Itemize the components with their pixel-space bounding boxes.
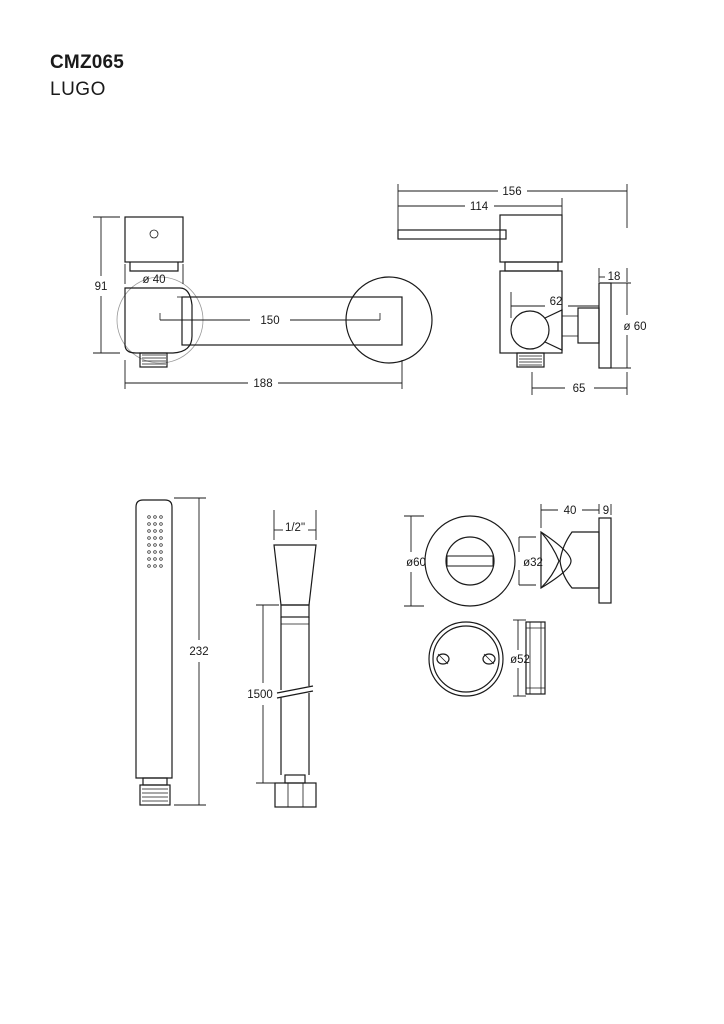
dim-side-outlet: 62 xyxy=(510,292,599,318)
label-front-centres: 150 xyxy=(260,315,279,327)
dim-front-diameter: ø 40 xyxy=(124,264,184,286)
dim-side-depth: 156 xyxy=(397,184,628,230)
label-handshower-length: 232 xyxy=(189,646,208,658)
dim-side-rosette-diameter: ø 60 xyxy=(611,282,647,369)
dim-hose-connection: 1/2" xyxy=(273,510,317,540)
escutcheon-front xyxy=(424,515,516,607)
dim-hose-length: 1500 xyxy=(247,604,279,784)
label-escutcheon-inner: ø32 xyxy=(523,557,543,569)
dim-escutcheon-width: 40 xyxy=(540,504,600,528)
product-name: LUGO xyxy=(50,79,106,100)
label-side-rosette-diameter: ø 60 xyxy=(623,321,646,333)
mounting-flange-front xyxy=(428,621,504,697)
dim-front-height: 91 xyxy=(93,216,120,354)
dim-side-lever: 114 xyxy=(398,198,563,215)
label-escutcheon-diameter: ø60 xyxy=(406,557,426,569)
label-escutcheon-thickness: 9 xyxy=(603,505,609,517)
hand-shower xyxy=(135,499,173,806)
mounting-flange-side xyxy=(525,621,546,695)
dim-side-base: 65 xyxy=(531,372,628,395)
product-code: CMZ065 xyxy=(50,52,125,73)
dim-front-centres: 150 xyxy=(160,315,380,327)
label-side-outlet: 62 xyxy=(550,296,563,308)
shower-hose xyxy=(273,544,317,808)
escutcheon-side xyxy=(540,517,612,604)
dim-side-rosette-depth: 18 xyxy=(598,268,628,283)
dim-front-width: 188 xyxy=(124,360,403,390)
label-escutcheon-width: 40 xyxy=(564,505,577,517)
label-hose-length: 1500 xyxy=(247,689,273,701)
label-side-depth: 156 xyxy=(502,186,521,198)
label-flange-diameter: ø52 xyxy=(510,654,530,666)
dim-flange-diameter: ø52 xyxy=(510,619,530,697)
spray-nozzles xyxy=(147,515,163,568)
side-view xyxy=(397,214,612,369)
label-front-width: 188 xyxy=(253,378,272,390)
label-side-lever: 114 xyxy=(470,201,489,213)
front-view xyxy=(116,216,433,368)
dim-handshower-length: 232 xyxy=(174,497,209,806)
dim-escutcheon-thickness: 9 xyxy=(603,504,612,517)
label-front-diameter: ø 40 xyxy=(142,274,165,286)
label-side-base: 65 xyxy=(573,383,586,395)
dim-escutcheon-inner: ø32 xyxy=(518,536,543,586)
dim-escutcheon-diameter: ø60 xyxy=(404,515,426,607)
label-hose-connection: 1/2" xyxy=(285,522,305,534)
label-side-rosette-depth: 18 xyxy=(608,271,621,283)
label-front-height: 91 xyxy=(95,281,108,293)
